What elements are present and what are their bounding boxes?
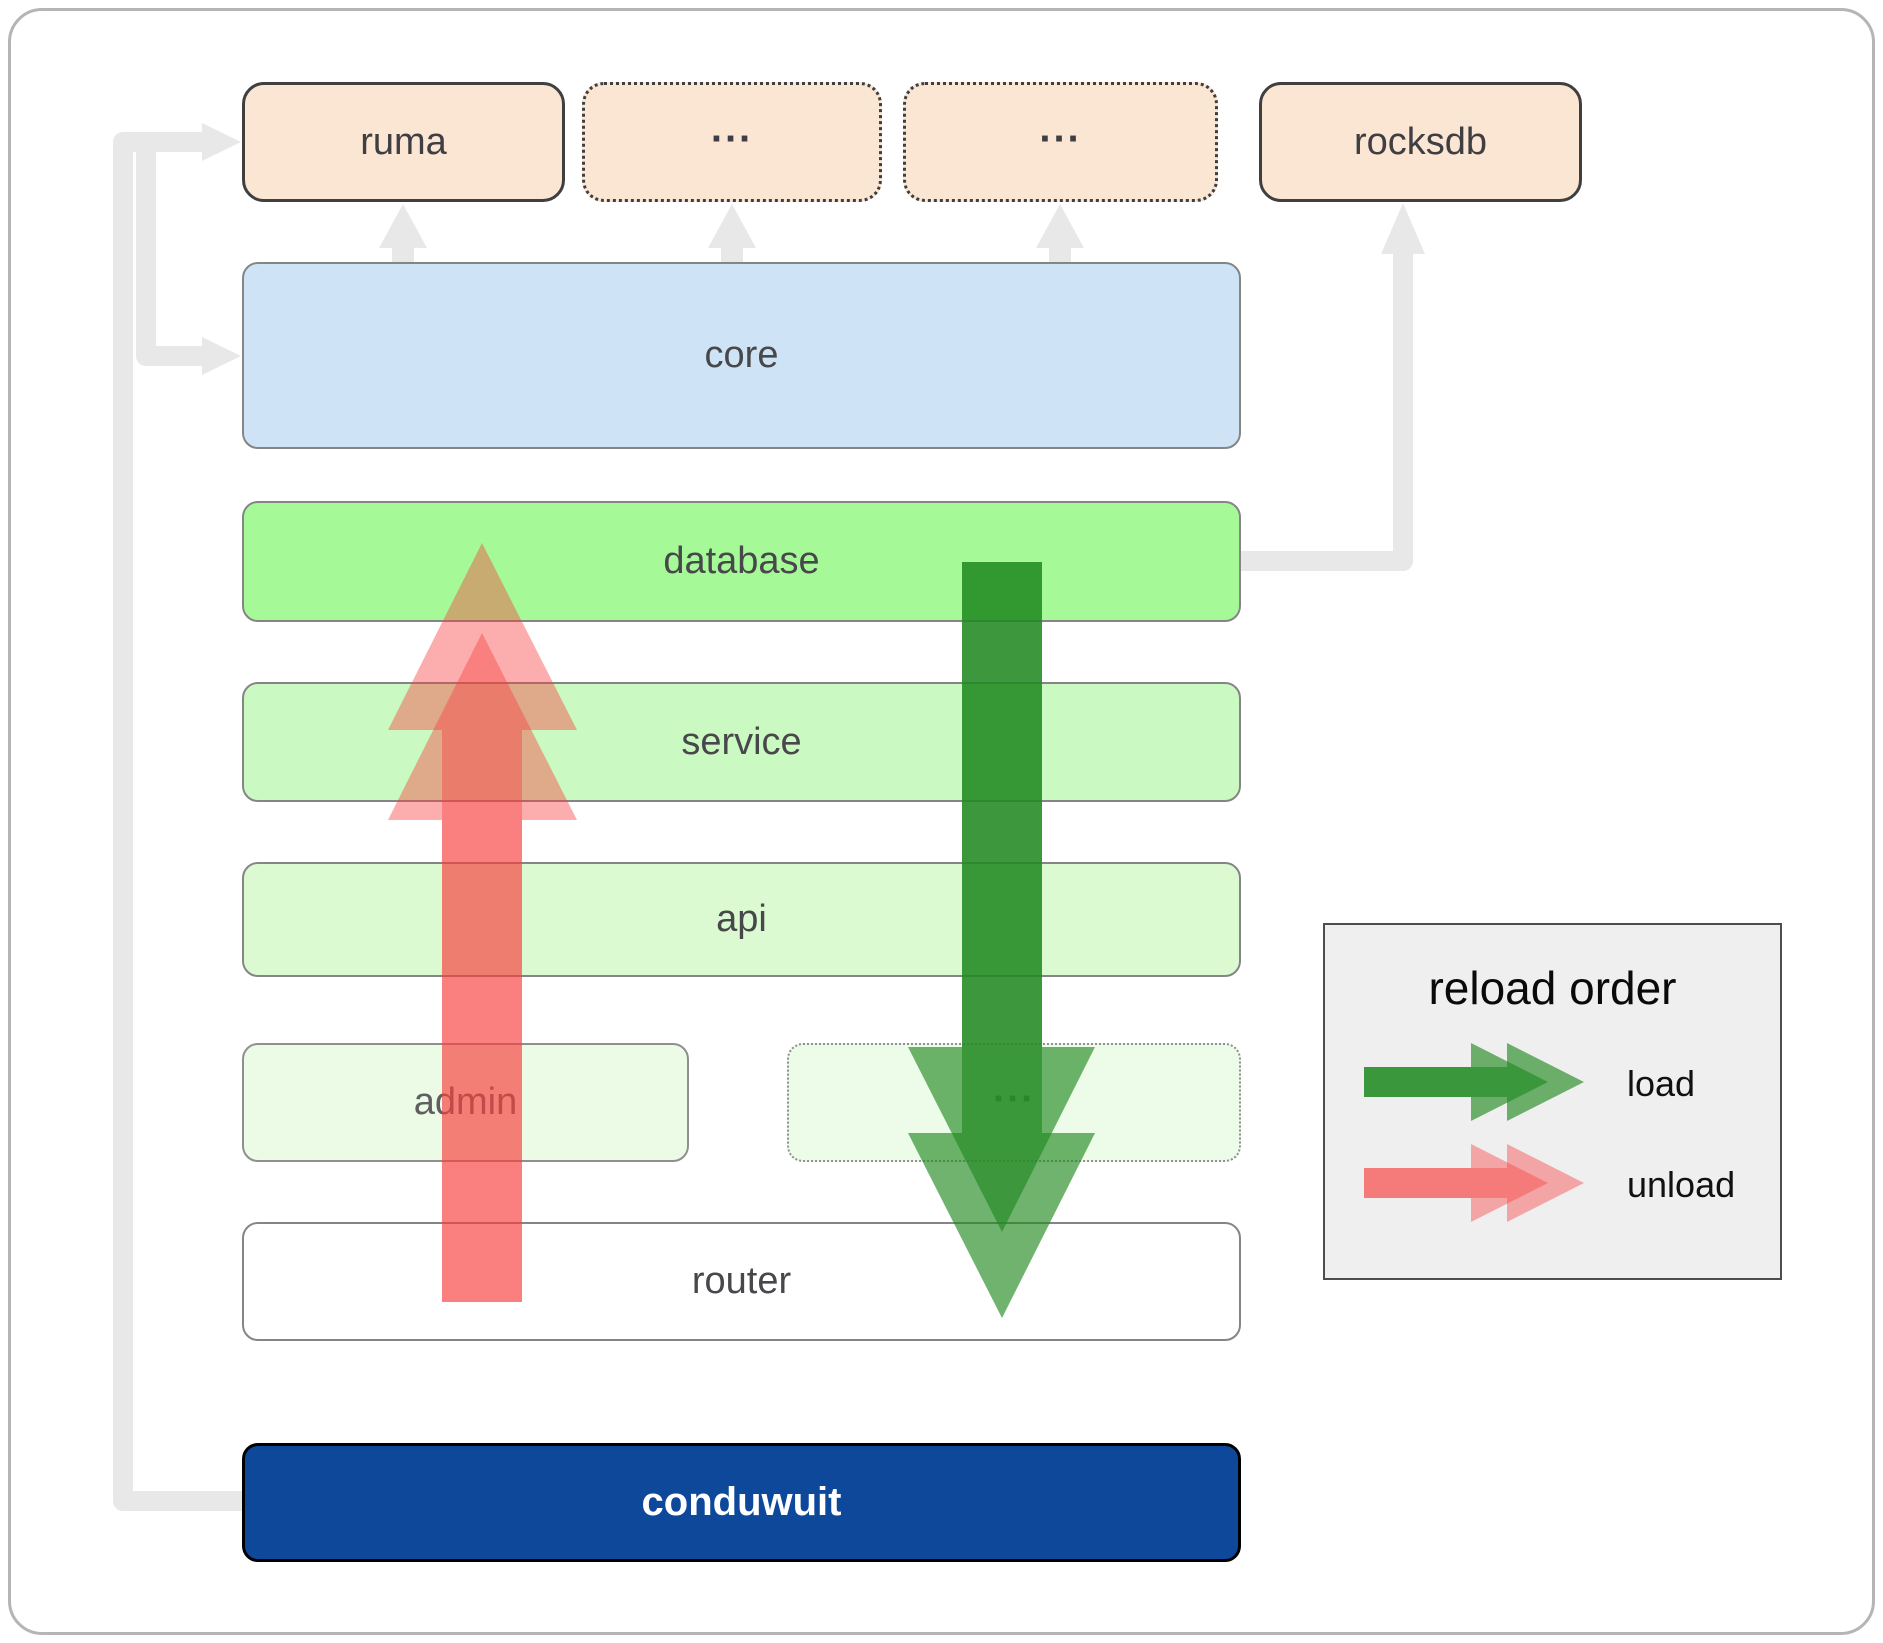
arrowhead-core-ruma (379, 204, 427, 248)
box-ellipsis-2-label: ... (1039, 106, 1082, 150)
arrowhead-core-ellipsis-2 (1036, 204, 1084, 248)
load-arrow-icon (1364, 1043, 1584, 1121)
box-admin-ellipsis-label: ... (992, 1066, 1036, 1111)
arrowhead-into-rocksdb (1381, 203, 1425, 254)
legend-load-label: load (1627, 1063, 1696, 1104)
box-ruma: ruma (242, 82, 565, 202)
box-rocksdb: rocksdb (1259, 82, 1582, 202)
legend-reload-order: reload order load unload (1323, 923, 1782, 1280)
box-database-label: database (663, 540, 820, 582)
outer-frame (8, 8, 1875, 1635)
legend-title: reload order (1428, 962, 1677, 1014)
box-ellipsis-2: ... (903, 82, 1218, 202)
connector-conduwuit-to-ruma (113, 132, 242, 1511)
arrowhead-core-ellipsis-1 (708, 204, 756, 248)
box-ellipsis-1-label: ... (710, 106, 754, 150)
box-service: service (242, 682, 1241, 802)
box-admin-ellipsis: ... (787, 1043, 1241, 1162)
box-router: router (242, 1222, 1241, 1341)
box-router-label: router (691, 1260, 792, 1302)
box-service-label: service (681, 720, 802, 763)
legend-unload-label: unload (1627, 1164, 1736, 1205)
box-conduwuit: conduwuit (242, 1443, 1241, 1562)
arrowhead-into-core (202, 337, 241, 375)
box-api-label: api (716, 898, 767, 940)
arrowhead-into-ruma (202, 123, 241, 161)
box-api: api (242, 862, 1241, 977)
box-rocksdb-label: rocksdb (1353, 120, 1488, 163)
connector-branch-to-core (136, 152, 202, 366)
box-ruma-label: ruma (360, 120, 447, 163)
connector-database-to-rocksdb (1241, 252, 1413, 571)
box-ellipsis-1: ... (582, 82, 882, 202)
box-core-label: core (704, 334, 779, 376)
box-admin: admin (242, 1043, 689, 1162)
box-admin-label: admin (413, 1081, 518, 1123)
box-core: core (242, 262, 1241, 449)
box-database: database (242, 501, 1241, 622)
unload-arrow-icon (1364, 1144, 1584, 1222)
box-conduwuit-label: conduwuit (641, 1480, 842, 1524)
